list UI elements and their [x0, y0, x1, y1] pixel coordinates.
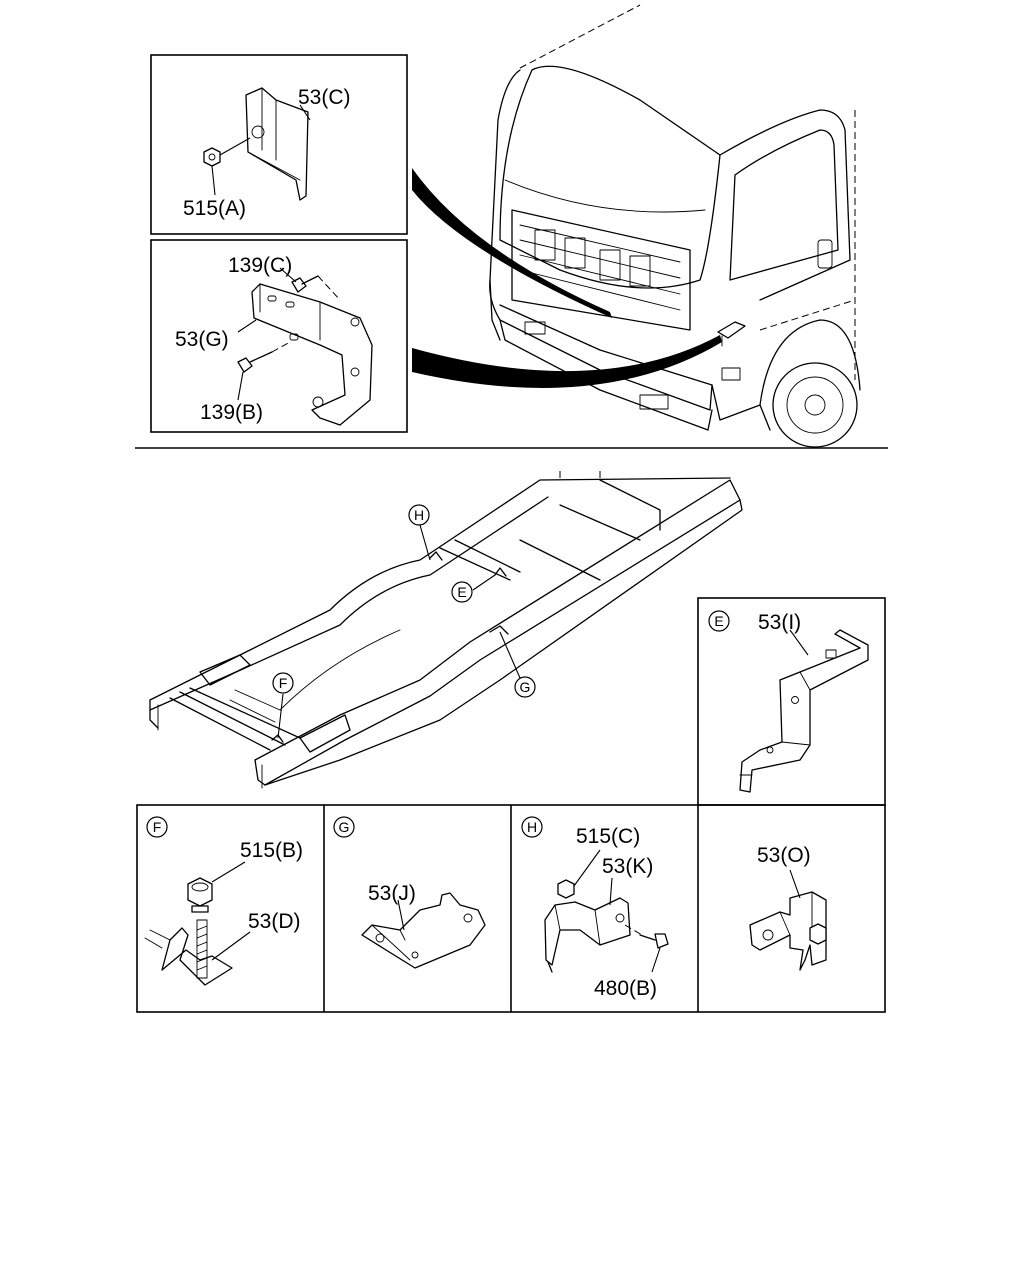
frame-ref-g: G: [514, 676, 536, 698]
callout-swoosh-lower: [412, 335, 722, 388]
label-480b: 480(B): [594, 977, 657, 1000]
label-139c: 139(C): [228, 254, 292, 277]
detail-panel-f: F 515(B) 53(D): [144, 816, 303, 986]
frame-ref-f: F: [272, 672, 294, 694]
label-53i: 53(I): [758, 611, 801, 634]
label-515a: 515(A): [183, 197, 246, 220]
svg-text:E: E: [457, 584, 466, 600]
frame-ref-e: E: [451, 581, 473, 603]
label-139b: 139(B): [200, 401, 263, 424]
label-515b: 515(B): [240, 839, 303, 862]
detail-panel-h: H 515(C) 53(K) 480(B): [521, 816, 669, 1000]
label-515c: 515(C): [576, 825, 640, 848]
svg-text:F: F: [279, 675, 288, 691]
inset-panel-b: 139(C) 53(G) 139(B): [150, 239, 408, 433]
bottom-panel-row: [136, 804, 886, 1013]
detail-panel-e: E 53(I): [697, 597, 886, 806]
chassis-frame-illustration: [149, 468, 743, 789]
panel-e-ref: E: [714, 613, 723, 629]
svg-text:H: H: [414, 507, 424, 523]
label-53k: 53(K): [602, 855, 653, 878]
label-53g: 53(G): [175, 328, 229, 351]
inset-panel-a: 53(C) 515(A): [150, 54, 408, 235]
truck-cab-illustration: [489, 4, 861, 448]
panel-f-ref: F: [153, 819, 162, 835]
panel-g-ref: G: [339, 819, 350, 835]
label-53c: 53(C): [298, 86, 351, 109]
label-53d: 53(D): [248, 910, 301, 933]
detail-panel-g: G 53(J): [333, 816, 486, 969]
detail-panel-o: 53(O): [749, 844, 827, 971]
frame-ref-h: H: [408, 504, 430, 526]
label-53o: 53(O): [757, 844, 811, 867]
panel-h-ref: H: [527, 819, 537, 835]
svg-text:G: G: [520, 679, 531, 695]
label-53j: 53(J): [368, 882, 416, 905]
